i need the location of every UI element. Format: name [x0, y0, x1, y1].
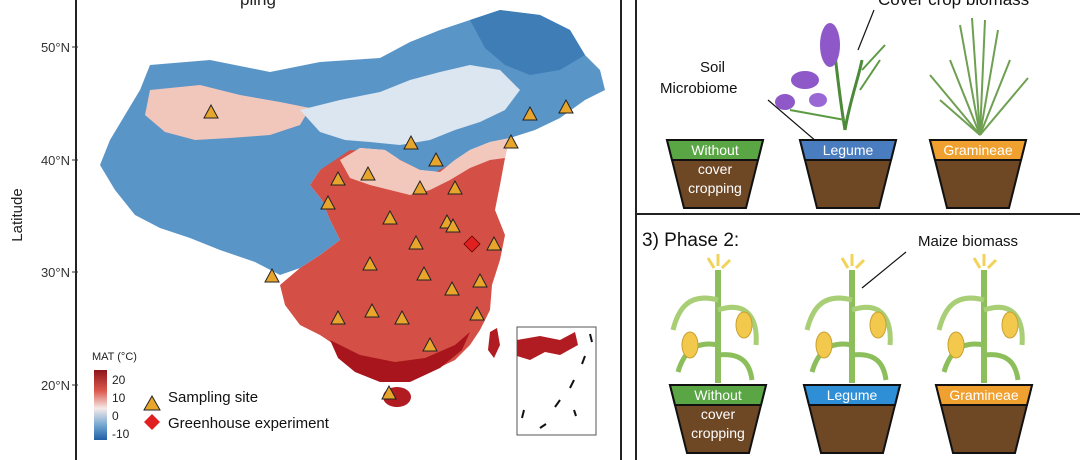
maize-plant: [670, 254, 759, 383]
northern-steppe: [300, 65, 520, 145]
sampling-site-marker: [416, 265, 432, 281]
phase2-pots: Without cover cropping Legume Gramineae: [668, 384, 1034, 454]
sampling-site-marker: [362, 255, 378, 271]
transition-band: [340, 138, 510, 195]
sampling-site-marker: [364, 302, 380, 318]
cover-crop-pointer: [857, 9, 875, 51]
pot-phase2-2: Gramineae: [934, 384, 1034, 454]
sampling-site-marker: [486, 235, 502, 251]
phase2-title: 3) Phase 2:: [642, 230, 739, 251]
latitude-tick-label: 30°N: [41, 265, 70, 280]
maize-plant: [804, 254, 893, 383]
pot-label-band: [798, 139, 898, 161]
colorbar-title: MAT (°C): [92, 351, 137, 363]
sampling-site-marker: [330, 309, 346, 325]
tarim-basin: [145, 85, 310, 140]
sampling-site-marker: [382, 209, 398, 225]
colorbar-ticks: 20 10 0 -10: [112, 373, 130, 441]
sampling-site-marker: [320, 194, 336, 210]
phase2-panel-frame: [635, 213, 1080, 460]
pot-phase2-0: Without cover cropping: [668, 384, 768, 454]
pot-phase1-2: Gramineae: [928, 139, 1028, 209]
pot-phase1-1: Legume: [798, 139, 898, 209]
sampling-site-marker: [558, 98, 574, 114]
phase1-title-fragment: Cover crop biomass: [878, 0, 1029, 9]
pot-label: cover: [698, 161, 733, 177]
gramineae-grass: [929, 17, 1029, 136]
sampling-site-marker: [444, 280, 460, 296]
sampling-site-marker: [408, 234, 424, 250]
northeast-cold: [470, 10, 585, 75]
pot-label: cropping: [691, 425, 745, 441]
pot-label: Without: [694, 387, 742, 403]
legend-greenhouse-label: Greenhouse experiment: [168, 415, 330, 432]
pot-label: cropping: [688, 180, 742, 196]
sampling-site-marker: [203, 103, 219, 119]
south-china-sea-inset: [516, 326, 597, 436]
pot-label: Legume: [827, 387, 878, 403]
sampling-site-marker: [447, 179, 463, 195]
sampling-site-marker: [330, 170, 346, 186]
pot-label-band: [802, 384, 902, 406]
latitude-axis-label: Latitude: [9, 188, 26, 241]
legend-sampling-label: Sampling site: [168, 389, 258, 406]
pot-label: cover: [701, 406, 736, 422]
sampling-site-marker: [503, 133, 519, 149]
sampling-site-marker: [445, 217, 461, 233]
sampling-site-marker: [403, 134, 419, 150]
colorbar-tick-label: 10: [112, 391, 126, 405]
phase1-pots: Without cover cropping Legume Gramineae: [665, 139, 1028, 209]
latitude-ticks: 50°N 40°N 30°N 20°N: [41, 40, 78, 393]
sampling-site-marker: [469, 305, 485, 321]
pot-label: Gramineae: [949, 387, 1018, 403]
pot-label-band: [668, 384, 768, 406]
latitude-tick-label: 40°N: [41, 153, 70, 168]
maize-plants: [670, 254, 1025, 383]
sampling-site-marker: [472, 272, 488, 288]
map-title-fragment: pling: [240, 0, 276, 9]
pot-label-band: [928, 139, 1028, 161]
colorbar-tick-label: -10: [112, 427, 130, 441]
maize-pointer-line: [861, 251, 907, 289]
sampling-site-marker: [428, 151, 444, 167]
maize-plant: [936, 254, 1025, 383]
sampling-site-marker: [522, 105, 538, 121]
greenhouse-site-marker: [463, 235, 481, 253]
sampling-sites: [203, 98, 574, 400]
greenhouse-legend-icon: [144, 414, 160, 430]
map-panel-frame: [75, 0, 622, 460]
soil-label-line2: Microbiome: [660, 80, 738, 97]
pot-label: Legume: [823, 142, 874, 158]
china-temperature-map: [100, 10, 605, 407]
colorbar-tick-label: 0: [112, 409, 119, 423]
colorbar: [94, 370, 107, 440]
sampling-site-marker: [412, 179, 428, 195]
pot-label: Gramineae: [943, 142, 1012, 158]
sampling-site-marker: [360, 165, 376, 181]
sampling-site-legend-icon: [143, 394, 161, 411]
pot-label-band: [934, 384, 1034, 406]
sampling-site-marker: [422, 336, 438, 352]
latitude-tick-label: 50°N: [41, 40, 70, 55]
taiwan-island: [488, 328, 500, 358]
latitude-tick-label: 20°N: [41, 378, 70, 393]
maize-biomass-label: Maize biomass: [918, 233, 1018, 250]
pot-label: Without: [691, 142, 739, 158]
sampling-site-marker: [381, 384, 397, 400]
south-coast: [330, 332, 470, 382]
pot-phase1-0: Without cover cropping: [665, 139, 765, 209]
sampling-site-marker: [394, 309, 410, 325]
sampling-site-marker: [264, 267, 280, 283]
legume-plant: [775, 23, 886, 131]
pot-label-band: [665, 139, 765, 161]
pot-phase2-1: Legume: [802, 384, 902, 454]
soil-label-line1: Soil: [700, 59, 725, 76]
colorbar-tick-label: 20: [112, 373, 126, 387]
